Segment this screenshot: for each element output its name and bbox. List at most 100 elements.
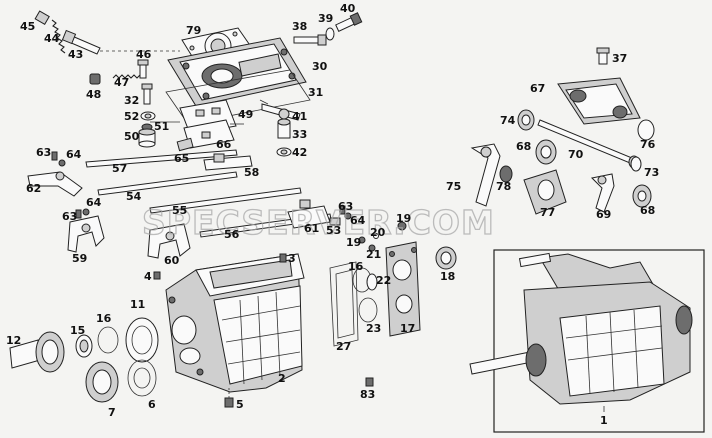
label-5: 5 xyxy=(236,398,244,411)
label-77: 77 xyxy=(540,206,555,219)
part-22-seal xyxy=(366,273,378,291)
part-65-block xyxy=(176,137,194,152)
label-44: 44 xyxy=(44,32,60,45)
part-37-breather xyxy=(596,47,610,65)
part-30-top-cover xyxy=(167,37,307,107)
label-19a: 19 xyxy=(396,212,411,225)
part-40-bolt xyxy=(335,12,363,32)
part-39-washer xyxy=(325,27,335,41)
part-2-transmission-case xyxy=(165,253,305,393)
part-63c-pin xyxy=(339,205,346,215)
label-64c: 64 xyxy=(350,214,366,227)
label-53: 53 xyxy=(326,224,341,237)
part-44-spring xyxy=(51,19,66,54)
part-58-shift-fork xyxy=(203,153,253,171)
label-32: 32 xyxy=(124,94,139,107)
part-47-spring xyxy=(112,74,144,79)
label-6: 6 xyxy=(148,398,156,411)
part-69-shift-finger xyxy=(590,173,615,213)
label-31: 31 xyxy=(308,86,323,99)
label-56: 56 xyxy=(224,228,240,241)
label-65: 65 xyxy=(174,152,189,165)
part-64a-ball xyxy=(58,159,66,167)
label-19b: 19 xyxy=(346,236,361,249)
label-2: 2 xyxy=(278,372,286,385)
label-45: 45 xyxy=(20,20,35,33)
part-50-bushing xyxy=(138,128,156,148)
part-64b-ball xyxy=(82,208,90,216)
label-67: 67 xyxy=(530,82,545,95)
part-62-shift-fork xyxy=(27,171,83,197)
part-31-gasket xyxy=(165,69,311,125)
part-45-cap xyxy=(34,10,50,26)
part-42-washer xyxy=(276,147,292,157)
part-labels: 45 44 43 79 38 39 40 46 30 47 48 31 32 4… xyxy=(6,2,659,427)
part-15-seal xyxy=(75,334,93,358)
label-17: 17 xyxy=(400,322,415,335)
watermark-text: SPECSERVER.COM xyxy=(142,203,495,242)
part-54-shift-rod xyxy=(97,171,238,196)
label-83: 83 xyxy=(360,388,375,401)
label-11: 11 xyxy=(130,298,145,311)
label-63a: 63 xyxy=(36,146,51,159)
part-11-gasket xyxy=(125,317,159,363)
label-59: 59 xyxy=(72,252,87,265)
label-63b: 63 xyxy=(62,210,77,223)
part-63b-pin xyxy=(75,209,82,219)
label-69: 69 xyxy=(596,208,611,221)
part-23-o-ring xyxy=(358,297,378,323)
label-52: 52 xyxy=(124,110,139,123)
label-78: 78 xyxy=(496,180,511,193)
part-20-spring xyxy=(373,233,379,239)
label-23: 23 xyxy=(366,322,381,335)
label-75: 75 xyxy=(446,180,461,193)
part-76-bushing xyxy=(637,119,655,141)
label-68b: 68 xyxy=(640,204,655,217)
label-64a: 64 xyxy=(66,148,82,161)
label-30: 30 xyxy=(312,60,328,73)
part-33-bushing xyxy=(277,118,291,139)
part-6-gasket xyxy=(127,359,157,397)
label-50: 50 xyxy=(124,130,140,143)
label-63c: 63 xyxy=(338,200,353,213)
part-1-assembled-transmission xyxy=(469,252,693,405)
label-7: 7 xyxy=(108,406,116,419)
part-18-seal xyxy=(435,246,457,270)
part-16b-gasket xyxy=(97,326,119,354)
part-57-shift-rod xyxy=(85,149,238,168)
leader-lines xyxy=(150,99,605,412)
label-70: 70 xyxy=(568,148,584,161)
label-12: 12 xyxy=(6,334,21,347)
part-68a-bushing xyxy=(535,139,557,165)
label-18: 18 xyxy=(440,270,455,283)
part-83-plug xyxy=(365,377,374,387)
label-21: 21 xyxy=(366,248,381,261)
label-15: 15 xyxy=(70,324,85,337)
label-62: 62 xyxy=(26,182,41,195)
label-58: 58 xyxy=(244,166,259,179)
part-19b-ball xyxy=(358,236,366,244)
label-48: 48 xyxy=(86,88,101,101)
part-68b-bushing xyxy=(632,184,652,208)
label-41: 41 xyxy=(292,110,307,123)
label-61: 61 xyxy=(304,222,319,235)
label-33: 33 xyxy=(292,128,307,141)
part-60-shift-fork xyxy=(147,223,191,259)
label-38: 38 xyxy=(292,20,307,33)
part-46-screw xyxy=(137,59,149,79)
label-3: 3 xyxy=(288,252,296,265)
label-27: 27 xyxy=(336,340,351,353)
part-32-pin xyxy=(141,83,153,105)
label-60: 60 xyxy=(164,254,180,267)
part-74-seal xyxy=(517,109,535,131)
label-1: 1 xyxy=(600,414,608,427)
part-17-rear-cover xyxy=(385,241,421,337)
part-63a-pin xyxy=(51,151,58,161)
part-3-breather xyxy=(279,253,287,263)
label-74: 74 xyxy=(500,114,516,127)
part-55-shift-rod xyxy=(149,187,302,214)
label-47: 47 xyxy=(114,76,129,89)
part-53-block xyxy=(329,217,341,226)
part-52-washer xyxy=(140,111,156,121)
